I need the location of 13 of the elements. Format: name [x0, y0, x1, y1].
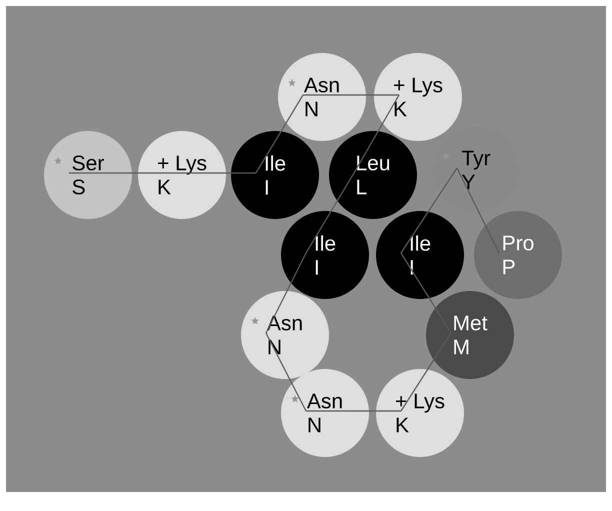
connector-line: [400, 332, 452, 412]
connector-line: [400, 252, 452, 334]
connector-line: [306, 172, 355, 254]
connector-line: [400, 168, 458, 254]
connector-line: [256, 94, 304, 174]
connector-line: [163, 172, 256, 174]
connector-line: [456, 168, 500, 254]
connector-line: [303, 94, 399, 96]
connector-line: [69, 172, 163, 174]
connector-line: [265, 252, 307, 334]
connector-line: [306, 410, 401, 412]
connector-line: [265, 332, 307, 412]
connector-line: [353, 94, 400, 174]
